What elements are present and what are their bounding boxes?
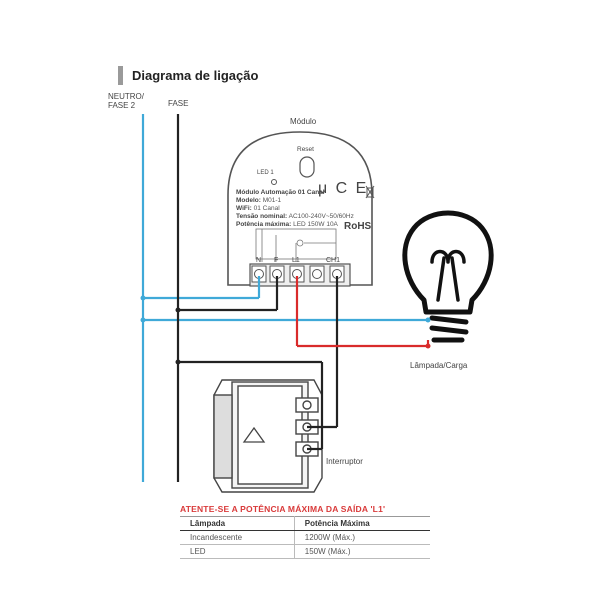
lightbulb-icon [402,210,494,343]
neutral-junction [140,295,146,301]
fase-label: FASE [168,99,189,108]
neutral-junction-2 [140,317,146,323]
fase2-label: FASE 2 [108,101,136,110]
title-accent-bar [118,66,123,85]
switch-label: Interruptor [326,457,363,466]
module-label: Módulo [290,117,317,126]
terminal-f-label: F [274,257,279,264]
neutro-label: NEUTRO/ [108,92,144,101]
table-row: Incandescente 1200W (Máx.) [180,530,430,545]
switch-triangle-icon [242,426,266,443]
table-header-power: Potência Máxima [294,516,430,531]
tension-key: Tensão nominal: [236,213,288,220]
wifi-value: 01 Canal [253,205,280,212]
reset-button [299,156,315,178]
led-label: LED 1 [257,170,274,176]
table-cell: 1200W (Máx.) [294,530,430,545]
wifi-key: WiFi: [236,205,252,212]
module-info-block: Módulo Automação 01 Canal Modelo: M01-1 … [236,189,354,229]
model-value: M01-1 [262,197,282,204]
led-indicator [271,179,277,185]
table-cell: Incandescente [180,530,295,545]
weee-bin-icon [365,185,375,199]
table-cell: 150W (Máx.) [294,544,430,559]
wire-phase [176,114,339,482]
internal-schematic [255,228,337,262]
rohs-mark: RoHS [344,221,372,232]
power-table: Lâmpada Potência Máxima Incandescente 12… [180,516,430,559]
warning-text: ATENTE-SE A POTÊNCIA MÁXIMA DA SAÍDA 'L1… [180,504,386,514]
switch-device [213,379,323,493]
bulb-neutral-node [425,317,431,323]
table-header-row: Lâmpada Potência Máxima [180,516,430,531]
table-header-lamp: Lâmpada [180,516,295,531]
tension-value: AC100-240V~50/60Hz [288,213,354,220]
phase-junction-2 [175,359,181,365]
power-value: LED 150W 10A [293,221,338,228]
lamp-label: Lâmpada/Carga [410,361,468,370]
terminal-block [249,263,351,287]
terminal-l1-label: L1 [292,257,300,264]
module-name: Módulo Automação 01 Canal [236,189,325,196]
power-key: Potência máxima: [236,221,292,228]
phase-junction [175,307,181,313]
cert-marks: μ C E [318,180,369,197]
bulb-load-node [425,343,431,349]
lightbulb-filament [430,249,466,302]
reset-label: Reset [297,146,314,153]
terminal-n-label: N [256,257,262,264]
table-cell: LED [180,544,295,559]
terminal-ch1-label: CH1 [326,257,341,264]
model-key: Modelo: [236,197,261,204]
table-row: LED 150W (Máx.) [180,544,430,559]
page-title: Diagrama de ligação [132,68,259,83]
